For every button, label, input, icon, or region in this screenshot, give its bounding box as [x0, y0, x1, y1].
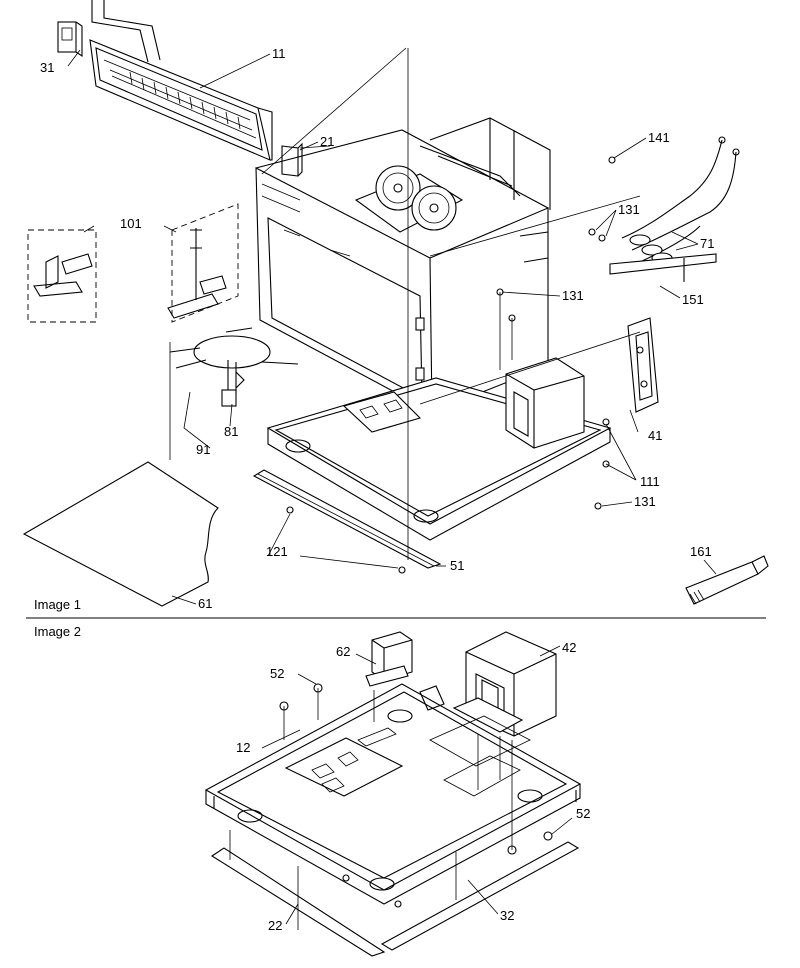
image1-exploded-view: 31 11 21 141 101 131 71 131 151 41 81 91…: [22, 0, 769, 612]
callout-51: 51: [450, 558, 464, 573]
callout-52-lower: 52: [576, 806, 590, 821]
callout-101: 101: [120, 216, 142, 231]
callout-141: 141: [648, 130, 670, 145]
part-62-relay: [365, 631, 413, 687]
oven-cavity: [255, 117, 551, 413]
screws-image2: [279, 683, 553, 908]
callout-131-upper: 131: [618, 202, 640, 217]
part-31-switch: [57, 21, 83, 58]
part-41-bracket: [627, 317, 659, 413]
callout-31: 31: [40, 60, 54, 75]
callout-52-upper: 52: [270, 666, 284, 681]
callout-111: 111: [640, 474, 660, 489]
part-71-harness: [621, 136, 740, 264]
part-51-strip: [252, 469, 442, 569]
callout-71: 71: [700, 236, 714, 251]
part-161-tube: [685, 555, 769, 605]
callout-41: 41: [648, 428, 662, 443]
callout-151: 151: [682, 292, 704, 307]
part-11-control-panel: [89, 39, 273, 161]
transformer-image1: [505, 357, 585, 449]
screws-image1: [286, 156, 616, 574]
ribbon-cable: [91, 0, 161, 63]
callout-21: 21: [320, 134, 334, 149]
callout-131-lower: 131: [634, 494, 656, 509]
callout-61: 61: [198, 596, 212, 611]
leaders-image1: [67, 49, 717, 605]
leaders-image2: [261, 645, 573, 925]
stirrer-gears: [354, 165, 464, 233]
section-label-image2: Image 2: [34, 624, 81, 639]
callout-121: 121: [266, 544, 288, 559]
callout-42: 42: [562, 640, 576, 655]
image2-exploded-view: Image 2: [34, 624, 590, 957]
callout-131-middle: 131: [562, 288, 584, 303]
section-label-image1: Image 1: [34, 597, 81, 612]
callout-62: 62: [336, 644, 350, 659]
callout-22: 22: [268, 918, 282, 933]
callouts-image2: 62 42 52 12 52 22 32: [236, 640, 590, 933]
callout-91: 91: [196, 442, 210, 457]
assembly-lines-image2: [229, 688, 513, 930]
callout-12: 12: [236, 740, 250, 755]
part-42-transformer: [452, 631, 557, 737]
callout-161: 161: [690, 544, 712, 559]
part-151-bracket: [609, 253, 717, 282]
part-12-base-frame: [204, 683, 582, 905]
callout-11: 11: [272, 46, 286, 61]
part-101-switch-group: [27, 203, 239, 323]
callout-81: 81: [224, 424, 238, 439]
assembly-lines-image1: [169, 47, 641, 560]
part-61-floor-plate: [22, 461, 219, 607]
callouts-image1: 31 11 21 141 101 131 71 131 151 41 81 91…: [40, 46, 714, 611]
part-32-strip: [380, 841, 580, 951]
callout-32: 32: [500, 908, 514, 923]
part-91-stirrer-fan: [169, 327, 299, 407]
